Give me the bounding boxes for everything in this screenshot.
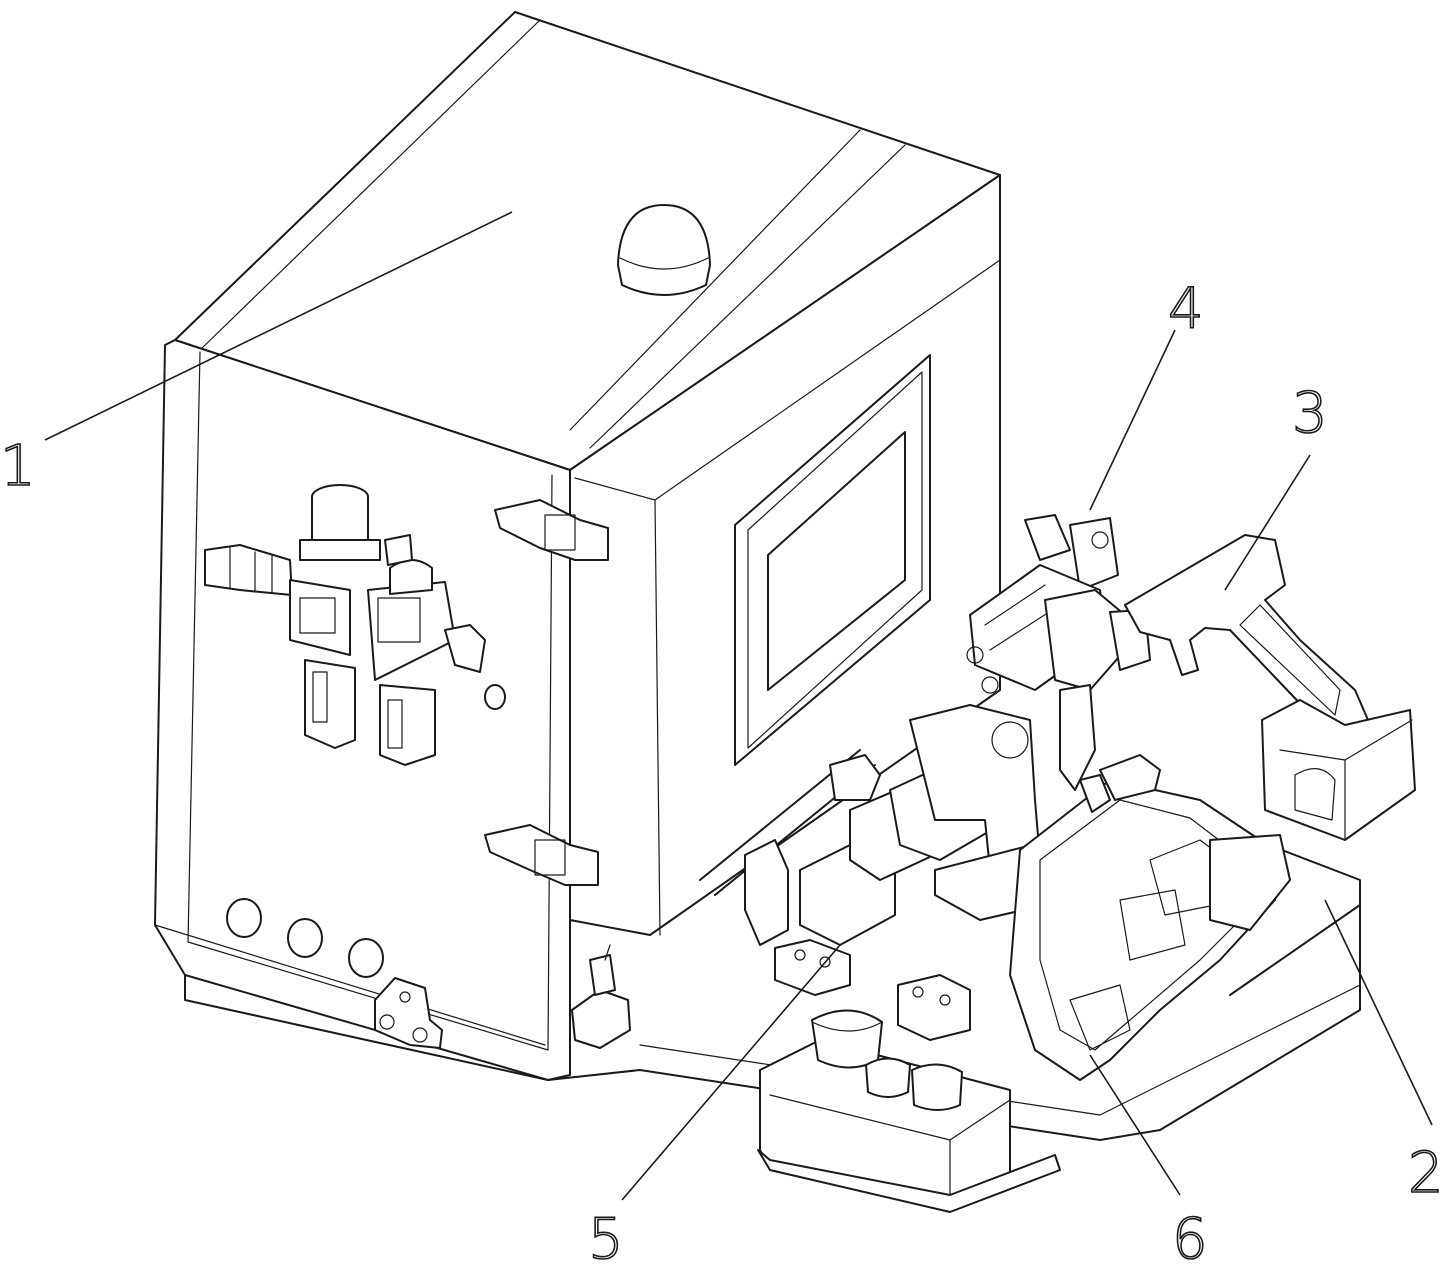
leader-lines — [44, 211, 1433, 1201]
callout-6: 6 — [1172, 1207, 1208, 1272]
clamp-head — [966, 514, 1151, 813]
callout-4: 4 — [1168, 277, 1204, 342]
touch-screen — [734, 354, 931, 766]
push-button-box — [757, 1009, 1061, 1213]
servo-slide-assembly — [699, 704, 1041, 996]
callout-3: 3 — [1292, 381, 1328, 446]
leader-6 — [1089, 1054, 1181, 1196]
leader-4 — [1089, 329, 1176, 511]
indicator-dome — [617, 204, 711, 296]
leader-1 — [44, 211, 513, 441]
callout-2: 2 — [1408, 1141, 1444, 1206]
filter-regulator-unit — [204, 484, 486, 766]
workpiece-fixture — [897, 754, 1291, 1081]
leader-3 — [1224, 454, 1311, 591]
grounding-bracket — [374, 977, 443, 1049]
door-latch-lower — [484, 824, 599, 886]
cable-holes — [226, 684, 506, 978]
air-fitting — [571, 944, 631, 1049]
callout-labels: 1 2 3 4 5 6 — [0, 276, 1444, 1273]
leader-5 — [621, 944, 841, 1201]
tool-gun — [1124, 534, 1416, 841]
leader-2 — [1324, 899, 1433, 1126]
door-latch-upper — [494, 499, 609, 561]
callout-1: 1 — [0, 434, 36, 499]
callout-5: 5 — [588, 1207, 624, 1272]
